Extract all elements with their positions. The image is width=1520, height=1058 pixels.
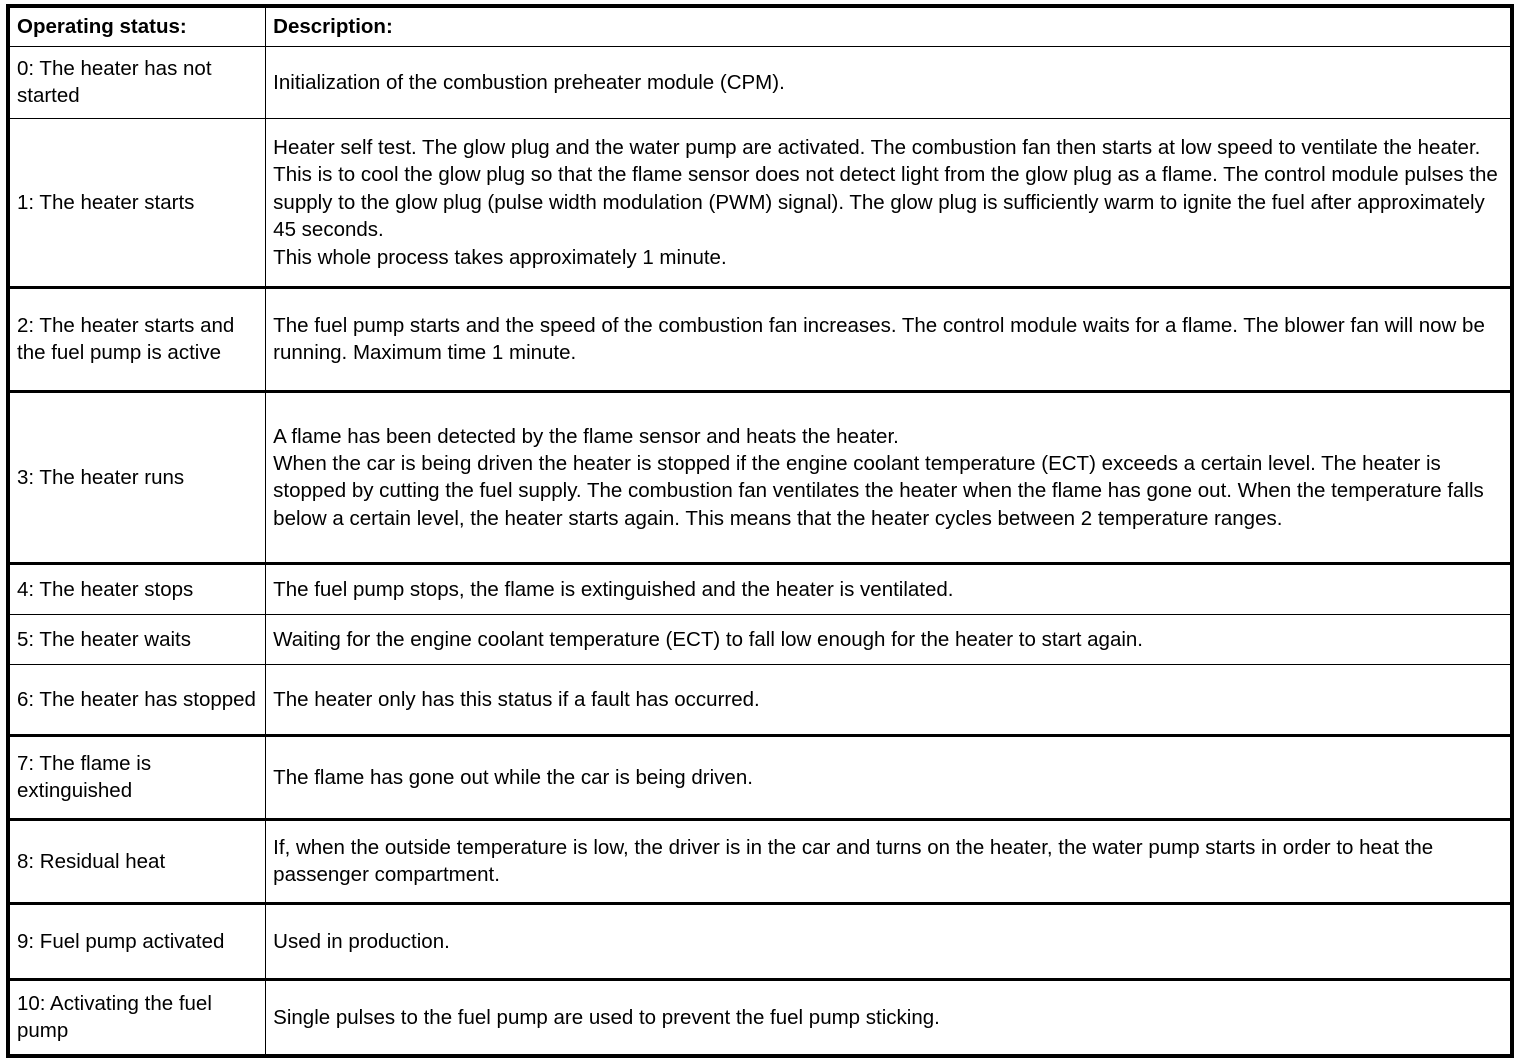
- table-row: 9: Fuel pump activated Used in productio…: [7, 903, 1513, 982]
- table-row: 6: The heater has stopped The heater onl…: [7, 664, 1513, 738]
- description-cell: If, when the outside temperature is low,…: [265, 819, 1513, 906]
- status-cell: 3: The heater runs: [7, 391, 267, 566]
- status-cell: 4: The heater stops: [7, 563, 267, 616]
- table-row: 8: Residual heat If, when the outside te…: [7, 819, 1513, 906]
- table-header-row: Operating status: Description:: [7, 6, 1513, 48]
- status-cell: 8: Residual heat: [7, 819, 267, 906]
- status-cell: 5: The heater waits: [7, 614, 267, 666]
- description-cell: A flame has been detected by the flame s…: [265, 391, 1513, 566]
- description-line: Waiting for the engine coolant temperatu…: [273, 627, 1144, 651]
- description-cell: The heater only has this status if a fau…: [265, 664, 1513, 738]
- description-line: The fuel pump stops, the flame is exting…: [273, 577, 954, 601]
- status-cell: 1: The heater starts: [7, 118, 267, 290]
- table-row: 7: The flame is extinguished The flame h…: [7, 735, 1513, 822]
- description-cell: Used in production.: [265, 903, 1513, 982]
- description-cell: Single pulses to the fuel pump are used …: [265, 979, 1513, 1057]
- description-cell: Heater self test. The glow plug and the …: [265, 118, 1513, 290]
- column-header-operating-status: Operating status:: [7, 6, 267, 48]
- table-row: 5: The heater waits Waiting for the engi…: [7, 614, 1513, 666]
- table-header: Operating status: Description:: [7, 6, 1513, 48]
- description-line: Used in production.: [273, 929, 450, 953]
- description-cell: Waiting for the engine coolant temperatu…: [265, 614, 1513, 666]
- description-line: The fuel pump starts and the speed of th…: [273, 314, 1485, 365]
- description-cell: The fuel pump stops, the flame is exting…: [265, 563, 1513, 616]
- description-line: Heater self test. The glow plug and the …: [273, 135, 1498, 242]
- status-cell: 6: The heater has stopped: [7, 664, 267, 738]
- table-row: 4: The heater stops The fuel pump stops,…: [7, 563, 1513, 616]
- operating-status-table: Operating status: Description: 0: The he…: [6, 4, 1514, 1058]
- table-row: 1: The heater starts Heater self test. T…: [7, 118, 1513, 290]
- description-cell: The fuel pump starts and the speed of th…: [265, 287, 1513, 394]
- description-cell: The flame has gone out while the car is …: [265, 735, 1513, 822]
- description-line: Single pulses to the fuel pump are used …: [273, 1005, 940, 1029]
- description-line: When the car is being driven the heater …: [273, 452, 1484, 530]
- status-cell: 2: The heater starts and the fuel pump i…: [7, 287, 267, 394]
- description-line: The heater only has this status if a fau…: [273, 687, 760, 711]
- status-cell: 10: Activating the fuel pump: [7, 979, 267, 1057]
- document-page: Operating status: Description: 0: The he…: [6, 4, 1514, 1058]
- description-cell: Initialization of the combustion preheat…: [265, 46, 1513, 120]
- table-row: 2: The heater starts and the fuel pump i…: [7, 287, 1513, 394]
- status-cell: 9: Fuel pump activated: [7, 903, 267, 982]
- description-line: Initialization of the combustion preheat…: [273, 70, 785, 94]
- description-line: This whole process takes approximately 1…: [273, 245, 727, 269]
- status-cell: 7: The flame is extinguished: [7, 735, 267, 822]
- table-body: 0: The heater has not started Initializa…: [7, 46, 1513, 1057]
- column-header-description: Description:: [265, 6, 1513, 48]
- description-line: The flame has gone out while the car is …: [273, 765, 753, 789]
- description-line: If, when the outside temperature is low,…: [273, 836, 1434, 887]
- table-row: 0: The heater has not started Initializa…: [7, 46, 1513, 120]
- description-line: A flame has been detected by the flame s…: [273, 424, 899, 448]
- status-cell: 0: The heater has not started: [7, 46, 267, 120]
- table-row: 10: Activating the fuel pump Single puls…: [7, 979, 1513, 1057]
- table-row: 3: The heater runs A flame has been dete…: [7, 391, 1513, 566]
